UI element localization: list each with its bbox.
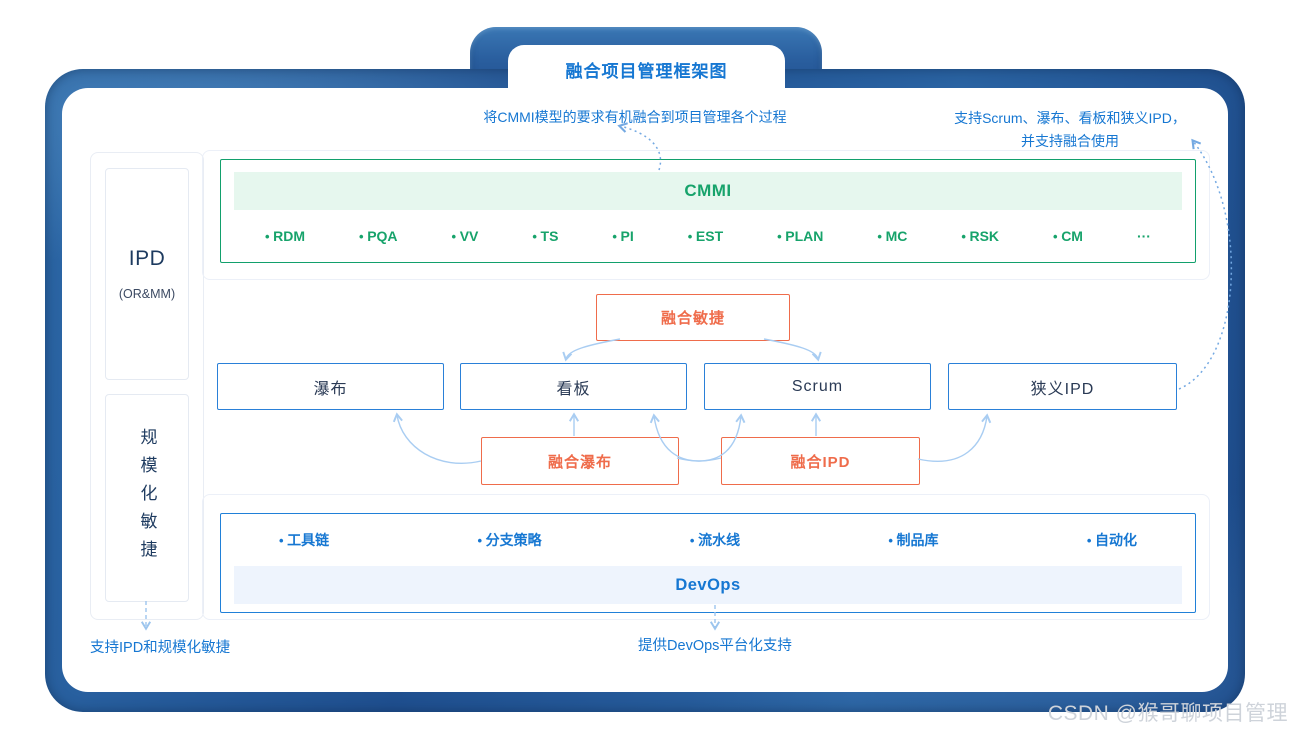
title-tab: 融合项目管理框架图 [508,45,785,93]
cmmi-header: CMMI [234,172,1182,210]
scaled-agile-box: 规模化敏捷 [105,394,189,602]
cmmi-item-more: ··· [1136,228,1151,244]
cmmi-items-row: RDM PQA VV TS PI EST PLAN MC RSK CM ··· [221,210,1195,262]
cmmi-item: PLAN [777,228,823,244]
cmmi-item: CM [1053,228,1083,244]
cmmi-item: RDM [265,228,305,244]
scaled-agile-label: 规模化敏捷 [137,428,157,568]
devops-header: DevOps [234,566,1182,604]
method-box-kanban: 看板 [460,363,687,410]
devops-item: 制品库 [888,530,939,550]
devops-items-row: 工具链 分支策略 流水线 制品库 自动化 [221,514,1195,566]
devops-section-container [202,494,1210,620]
cmmi-item: PI [612,228,634,244]
devops-item: 分支策略 [477,530,542,550]
method-box-waterfall: 瀑布 [217,363,444,410]
sidebar-container [90,152,204,620]
cmmi-item: RSK [961,228,999,244]
watermark: CSDN @猴哥聊项目管理 [1047,702,1288,725]
cmmi-item: TS [532,228,559,244]
devops-item: 流水线 [690,530,740,550]
fusion-agile-box: 融合敏捷 [596,294,790,341]
cmmi-item: PQA [359,228,397,244]
devops-item: 工具链 [279,530,329,550]
sidebar-note: 支持IPD和规模化敏捷 [90,640,231,656]
devops-box: 工具链 分支策略 流水线 制品库 自动化 DevOps [220,513,1196,613]
diagram-title: 融合项目管理框架图 [565,61,728,81]
fusion-ipd-box: 融合IPD [721,437,920,485]
devops-item: 自动化 [1087,530,1137,550]
methods-annotation-line2: 并支持融合使用 [1021,133,1119,149]
method-box-narrow-ipd: 狭义IPD [948,363,1177,410]
methods-annotation: 支持Scrum、瀑布、看板和狭义IPD， 并支持融合使用 [940,107,1200,153]
ipd-box: IPD (OR&MM) [105,168,189,380]
cmmi-box: CMMI RDM PQA VV TS PI EST PLAN MC RSK CM… [220,159,1196,263]
fusion-waterfall-box: 融合瀑布 [481,437,679,485]
ipd-sublabel: (OR&MM) [118,287,176,301]
ipd-label: IPD [128,247,166,270]
methods-annotation-line1: 支持Scrum、瀑布、看板和狭义IPD， [954,110,1186,126]
cmmi-item: EST [688,228,723,244]
method-box-scrum: Scrum [704,363,931,410]
devops-note: 提供DevOps平台化支持 [638,638,792,654]
cmmi-item: MC [877,228,908,244]
cmmi-annotation: 将CMMI模型的要求有机融合到项目管理各个过程 [483,109,787,125]
cmmi-item: VV [452,228,479,244]
